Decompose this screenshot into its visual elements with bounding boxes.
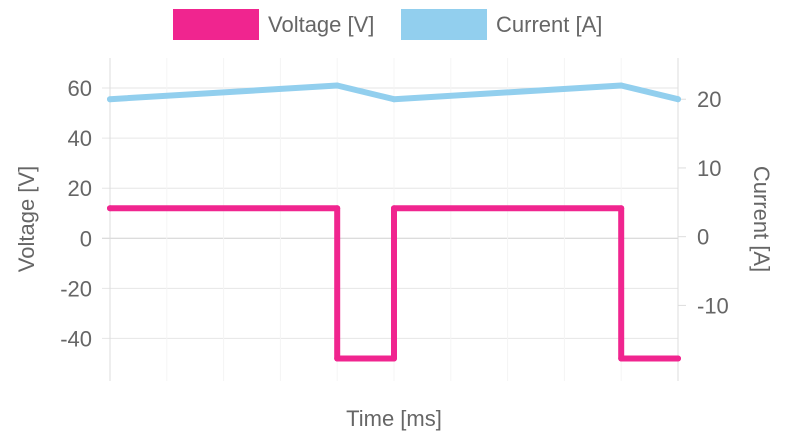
voltage-data-point xyxy=(334,355,341,362)
legend-label-current[interactable]: Current [A] xyxy=(496,12,602,37)
voltage-data-point xyxy=(675,355,681,362)
current-data-point xyxy=(334,82,341,89)
current-data-point xyxy=(107,96,113,103)
left-tick-label: -40 xyxy=(60,326,92,351)
right-tick-label: 10 xyxy=(697,156,721,181)
right-axis-ticks: 20 10 0 -10 xyxy=(697,87,729,318)
legend-label-voltage[interactable]: Voltage [V] xyxy=(268,12,374,37)
left-axis-ticks: 60 40 20 0 -20 -40 xyxy=(60,76,92,351)
current-data-point xyxy=(675,96,681,103)
voltage-data-point xyxy=(618,205,625,212)
voltage-data-point xyxy=(107,205,113,212)
legend: Voltage [V] Current [A] xyxy=(173,9,602,40)
grid-lines xyxy=(102,58,686,381)
right-axis-label: Current [A] xyxy=(749,166,774,272)
legend-swatch-current[interactable] xyxy=(401,9,487,40)
voltage-series-line xyxy=(107,205,681,362)
left-tick-label: 60 xyxy=(68,76,92,101)
right-tick-label: 20 xyxy=(697,87,721,112)
voltage-data-point xyxy=(334,205,341,212)
right-tick-label: 0 xyxy=(697,225,709,250)
current-data-point xyxy=(391,96,397,103)
axes xyxy=(109,58,679,381)
left-axis-label: Voltage [V] xyxy=(14,166,39,272)
left-tick-label: 20 xyxy=(68,176,92,201)
left-tick-label: -20 xyxy=(60,276,92,301)
legend-swatch-voltage[interactable] xyxy=(173,9,259,40)
left-tick-label: 0 xyxy=(80,226,92,251)
voltage-data-point xyxy=(391,355,397,362)
x-axis-label: Time [ms] xyxy=(346,406,442,431)
current-data-point xyxy=(618,82,625,89)
left-tick-label: 40 xyxy=(68,126,92,151)
right-tick-label: -10 xyxy=(697,293,729,318)
voltage-data-point xyxy=(618,355,625,362)
voltage-data-point xyxy=(391,205,397,212)
series-lines xyxy=(107,82,681,362)
